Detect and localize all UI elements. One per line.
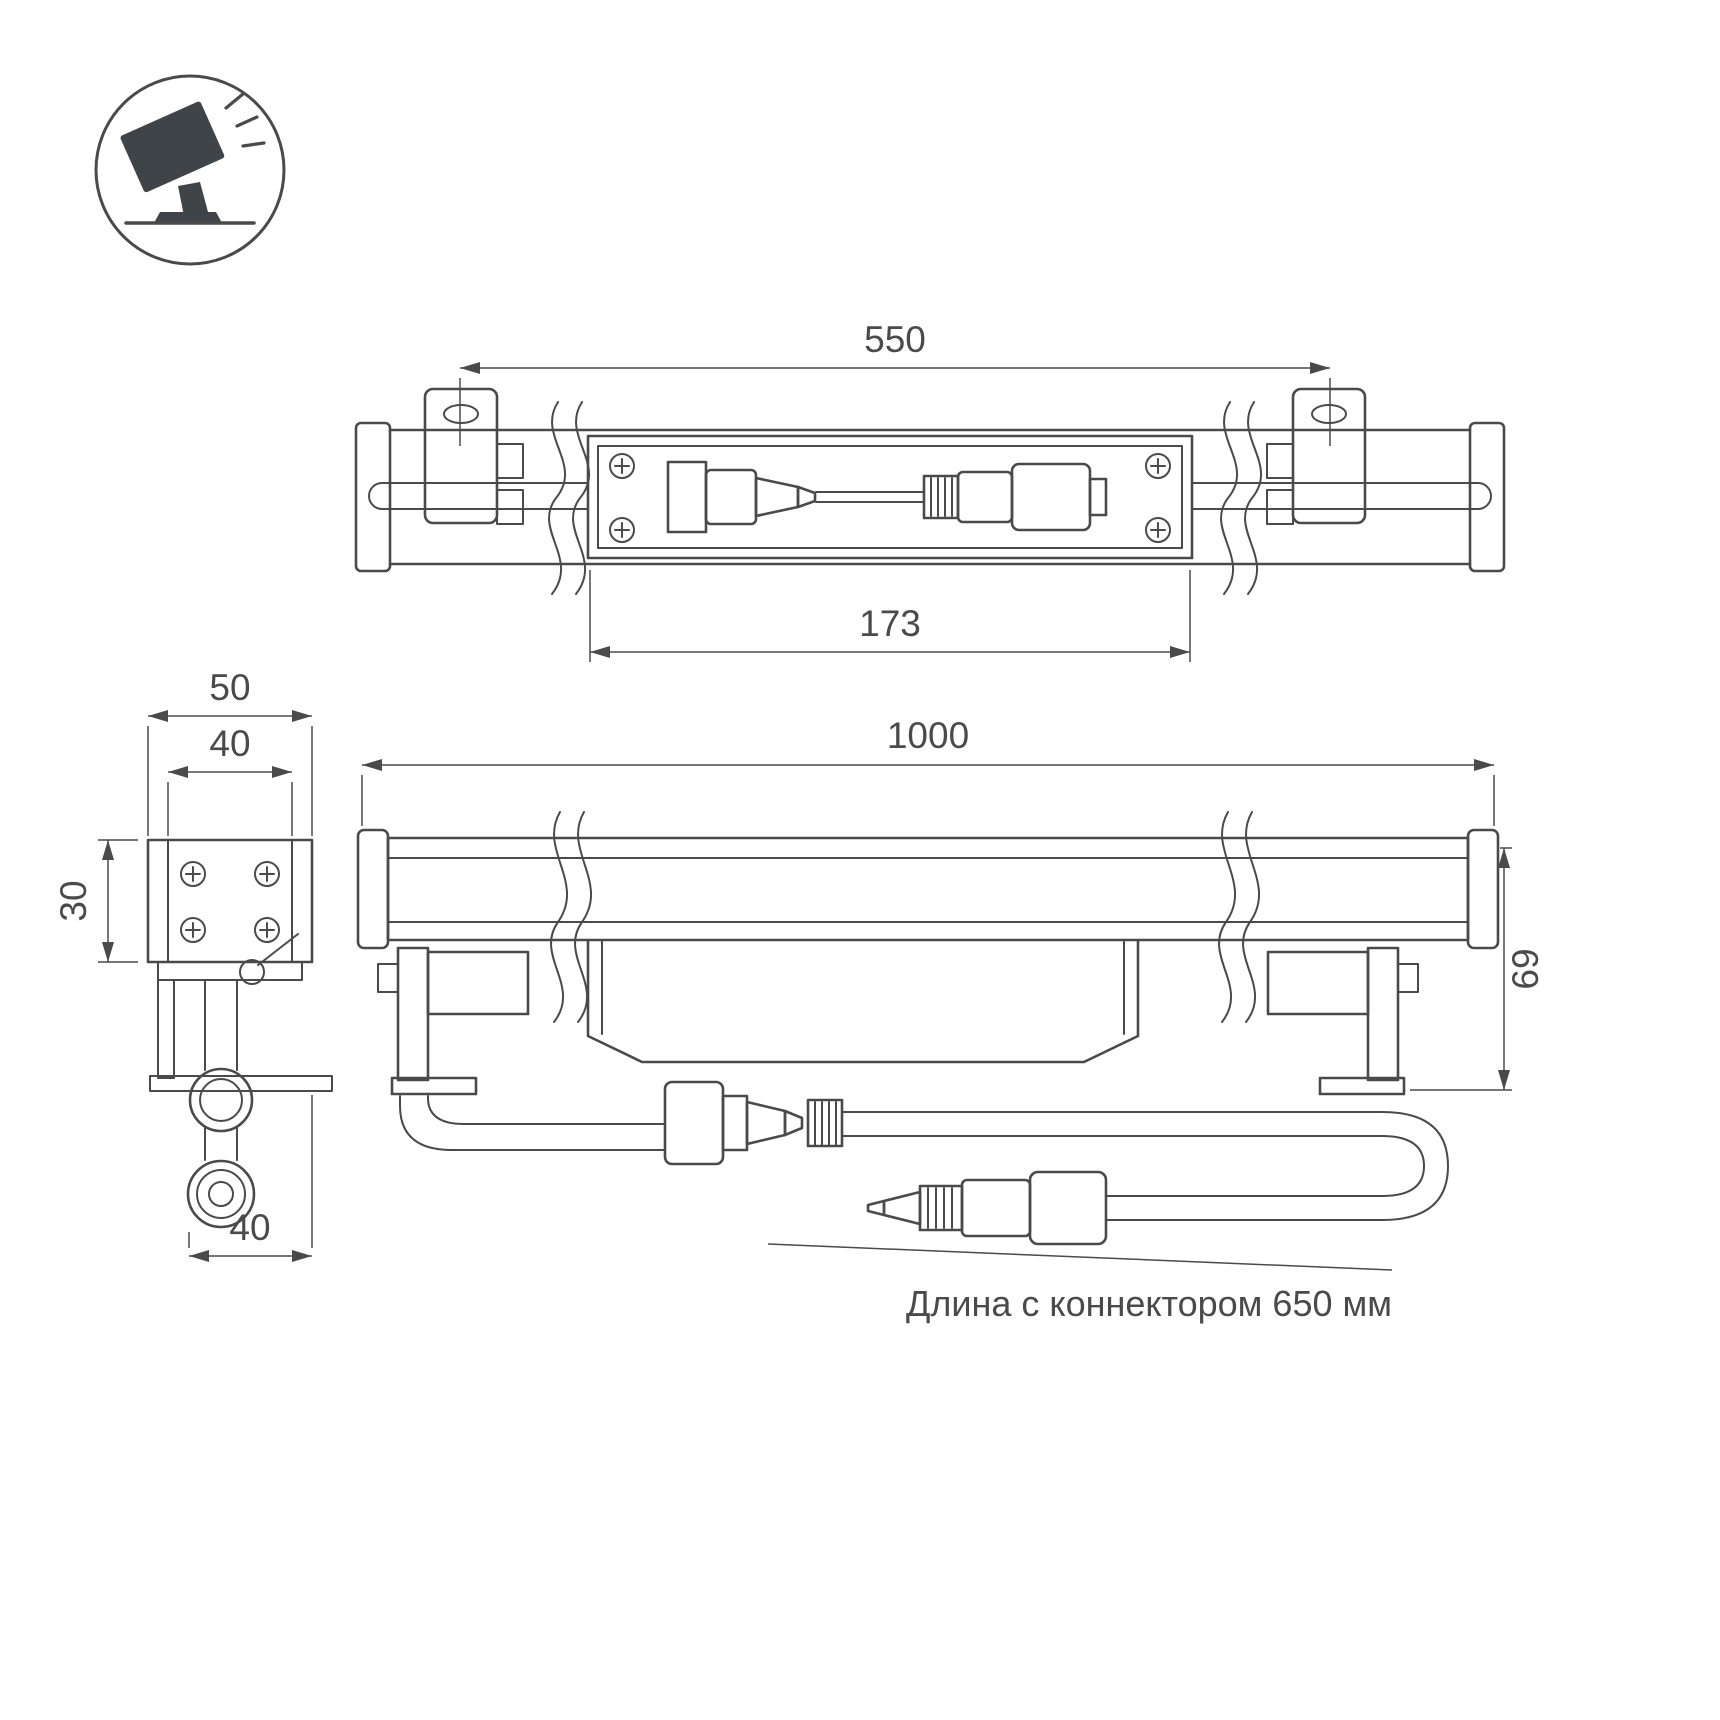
floodlight-head xyxy=(120,101,225,193)
connector-end-icon xyxy=(186,1159,256,1229)
dim-offset-40: 40 xyxy=(188,1095,313,1262)
dim-label-550: 550 xyxy=(864,319,926,360)
dim-overall-width: 50 xyxy=(147,667,313,836)
front-view-bar xyxy=(356,828,1500,950)
dim-label-40-offset: 40 xyxy=(229,1207,270,1248)
bracket-left-front-view xyxy=(377,946,530,1096)
dim-inner-width: 40 xyxy=(167,723,293,836)
connector-pair-icon xyxy=(663,1080,844,1166)
bracket-right-top-view xyxy=(1266,387,1367,525)
clamp-bolt xyxy=(239,959,265,985)
dim-length: 1000 xyxy=(361,715,1495,826)
side-view-body xyxy=(146,838,333,1092)
screw-icon xyxy=(609,453,635,479)
bracket-left-top-view xyxy=(423,387,524,525)
bolt-head xyxy=(377,963,399,993)
floodlight-stem xyxy=(178,182,208,216)
screw-icon xyxy=(609,517,635,543)
break-lines-front-view xyxy=(550,811,1261,1023)
screw-icon xyxy=(254,917,280,943)
side-view: 50 40 xyxy=(53,667,333,1262)
break-lines-top-view xyxy=(548,401,1263,595)
dim-label-1000: 1000 xyxy=(887,715,969,756)
top-view: 550 xyxy=(354,319,1506,662)
connector-length-note: Длина с коннектором 650 мм xyxy=(906,1283,1392,1324)
bolt-head xyxy=(1397,963,1419,993)
screw-icon xyxy=(254,861,280,887)
dim-mount-spacing: 550 xyxy=(459,319,1331,446)
leader-line xyxy=(767,1243,1393,1271)
bracket-foot xyxy=(1318,1076,1406,1096)
dim-label-30: 30 xyxy=(53,880,94,921)
cable-connector-top-view xyxy=(666,460,1108,534)
side-view-cable xyxy=(186,979,256,1229)
screw-icon xyxy=(180,917,206,943)
dim-height-69: 69 xyxy=(1410,847,1546,1091)
power-cable xyxy=(399,1080,1449,1246)
end-connector-icon xyxy=(866,1170,1108,1246)
dim-height-30: 30 xyxy=(53,839,138,963)
slot-hole xyxy=(443,404,479,424)
floodlight-base xyxy=(154,212,222,223)
dim-label-173: 173 xyxy=(859,603,921,644)
dim-body-section: 173 xyxy=(589,570,1191,662)
slot-hole xyxy=(1311,404,1347,424)
top-view-bar xyxy=(354,421,1506,573)
driver-housing xyxy=(586,938,1140,1064)
front-view: 1000 xyxy=(356,715,1546,1324)
bracket-foot xyxy=(390,1076,478,1096)
light-rays-icon xyxy=(224,92,266,148)
dim-label-40-inner: 40 xyxy=(209,723,250,764)
dim-label-69: 69 xyxy=(1505,948,1546,989)
bracket-right-front-view xyxy=(1266,946,1419,1096)
floodlight-icon xyxy=(94,74,286,266)
screw-icon xyxy=(1145,517,1171,543)
dim-label-50: 50 xyxy=(209,667,250,708)
screw-icon xyxy=(1145,453,1171,479)
screw-icon xyxy=(180,861,206,887)
